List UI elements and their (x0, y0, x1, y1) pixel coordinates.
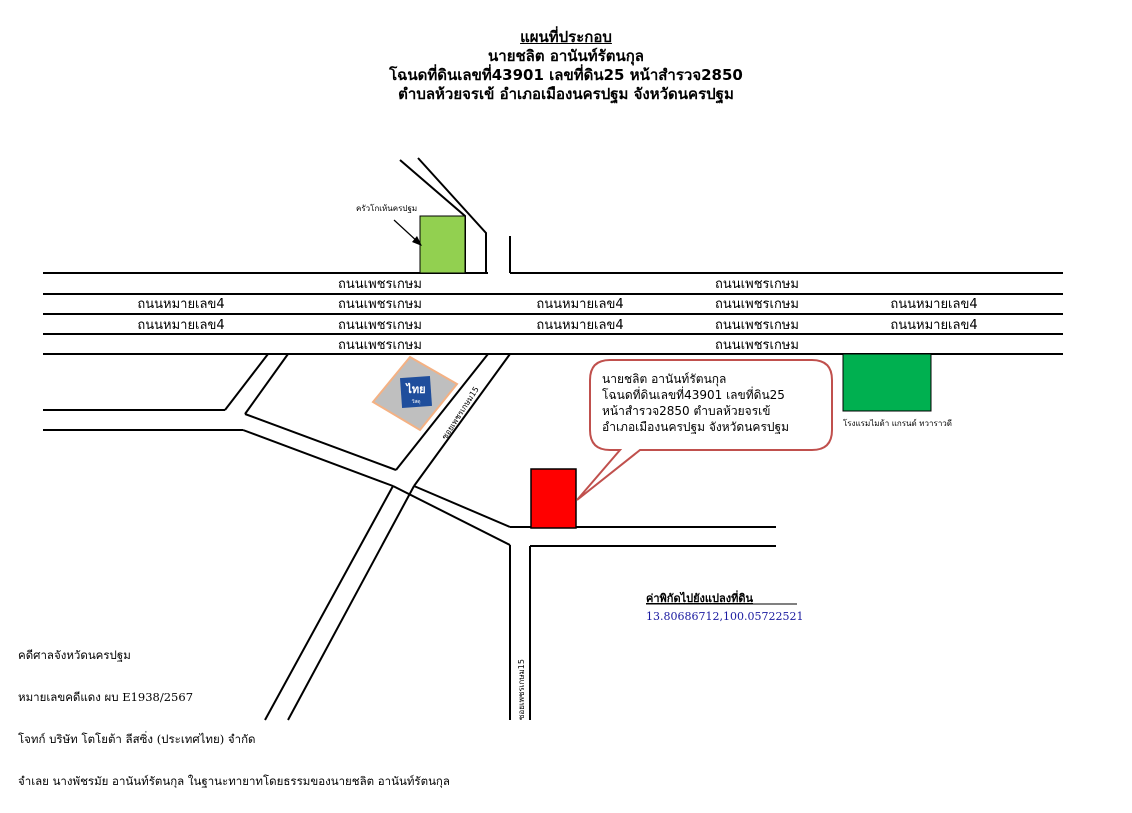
plaintiff: โจทก์ บริษัท โตโยต้า ลีสซิ่ง (ประเทศไทย)… (18, 732, 256, 746)
callout-district: อำเภอเมืองนครปฐม จังหวัดนครปฐม (602, 420, 789, 434)
road-label-phetkasem: ถนนเพชรเกษม (715, 318, 799, 333)
kitchen-landmark (419, 215, 466, 274)
coordinates-value: 13.80686712,100.05722521 (646, 610, 803, 623)
soi-label-lower: ซอยเพชรเกษม15 (517, 659, 526, 720)
road-label-phetkasem: ถนนเพชรเกษม (338, 338, 422, 353)
road-label-highway4: ถนนหมายเลข4 (137, 318, 224, 333)
defendant: จำเลย นางพัชรมัย อานันท์รัตนกุล ในฐานะทา… (18, 774, 450, 788)
store-logo-subtext: วัสดุ (411, 399, 420, 405)
road-label-highway4: ถนนหมายเลข4 (890, 297, 977, 312)
road-label-highway4: ถนนหมายเลข4 (536, 297, 623, 312)
coordinates-title: ค่าพิกัดไปยังแปลงที่ดิน (646, 590, 753, 605)
store-logo-icon (399, 375, 433, 409)
location-info: ตำบลห้วยจรเข้ อำเภอเมืองนครปฐม จังหวัดนค… (398, 85, 734, 103)
callout-deed: โฉนดที่ดินเลขที่43901 เลขที่ดิน25 (602, 386, 785, 402)
case-number: หมายเลขคดีแดง ผบ E1938/2567 (18, 690, 194, 704)
callout-survey: หน้าสำรวจ2850 ตำบลห้วยจรเข้ (602, 404, 770, 418)
deed-info: โฉนดที่ดินเลขที่43901 เลขที่ดิน25 หน้าสำ… (389, 66, 743, 84)
target-plot (530, 468, 577, 529)
arrow-icon (393, 219, 422, 246)
road-label-phetkasem: ถนนเพชรเกษม (338, 297, 422, 312)
road-label-phetkasem: ถนนเพชรเกษม (338, 318, 422, 333)
road-label-highway4: ถนนหมายเลข4 (536, 318, 623, 333)
hotel-label: โรงแรมไมด้า แกรนด์ ทวาราวดี (843, 418, 952, 428)
store-building: ไทย วัสดุ (371, 355, 459, 432)
kitchen-label: ครัวโกเห้นครปฐม (356, 203, 417, 213)
owner-name: นายชลิต อานันท์รัตนกุล (488, 47, 644, 65)
hotel-landmark (842, 353, 932, 412)
callout-owner: นายชลิต อานันท์รัตนกุล (602, 372, 726, 387)
road-label-phetkasem: ถนนเพชรเกษม (338, 277, 422, 292)
store-logo-text: ไทย (404, 382, 425, 396)
court-name: คดีศาลจังหวัดนครปฐม (18, 648, 131, 662)
road-label-phetkasem: ถนนเพชรเกษม (715, 277, 799, 292)
map-title: แผนที่ประกอบ (520, 28, 612, 46)
road-label-phetkasem: ถนนเพชรเกษม (715, 338, 799, 353)
road-label-highway4: ถนนหมายเลข4 (137, 297, 224, 312)
map-header: แผนที่ประกอบ นายชลิต อานันท์รัตนกุล โฉนด… (0, 28, 1132, 104)
road-label-phetkasem: ถนนเพชรเกษม (715, 297, 799, 312)
road-lines (43, 157, 1063, 721)
callout-bubble (576, 359, 833, 501)
road-label-highway4: ถนนหมายเลข4 (890, 318, 977, 333)
case-notes: คดีศาลจังหวัดนครปฐม หมายเลขคดีแดง ผบ E19… (18, 645, 450, 813)
